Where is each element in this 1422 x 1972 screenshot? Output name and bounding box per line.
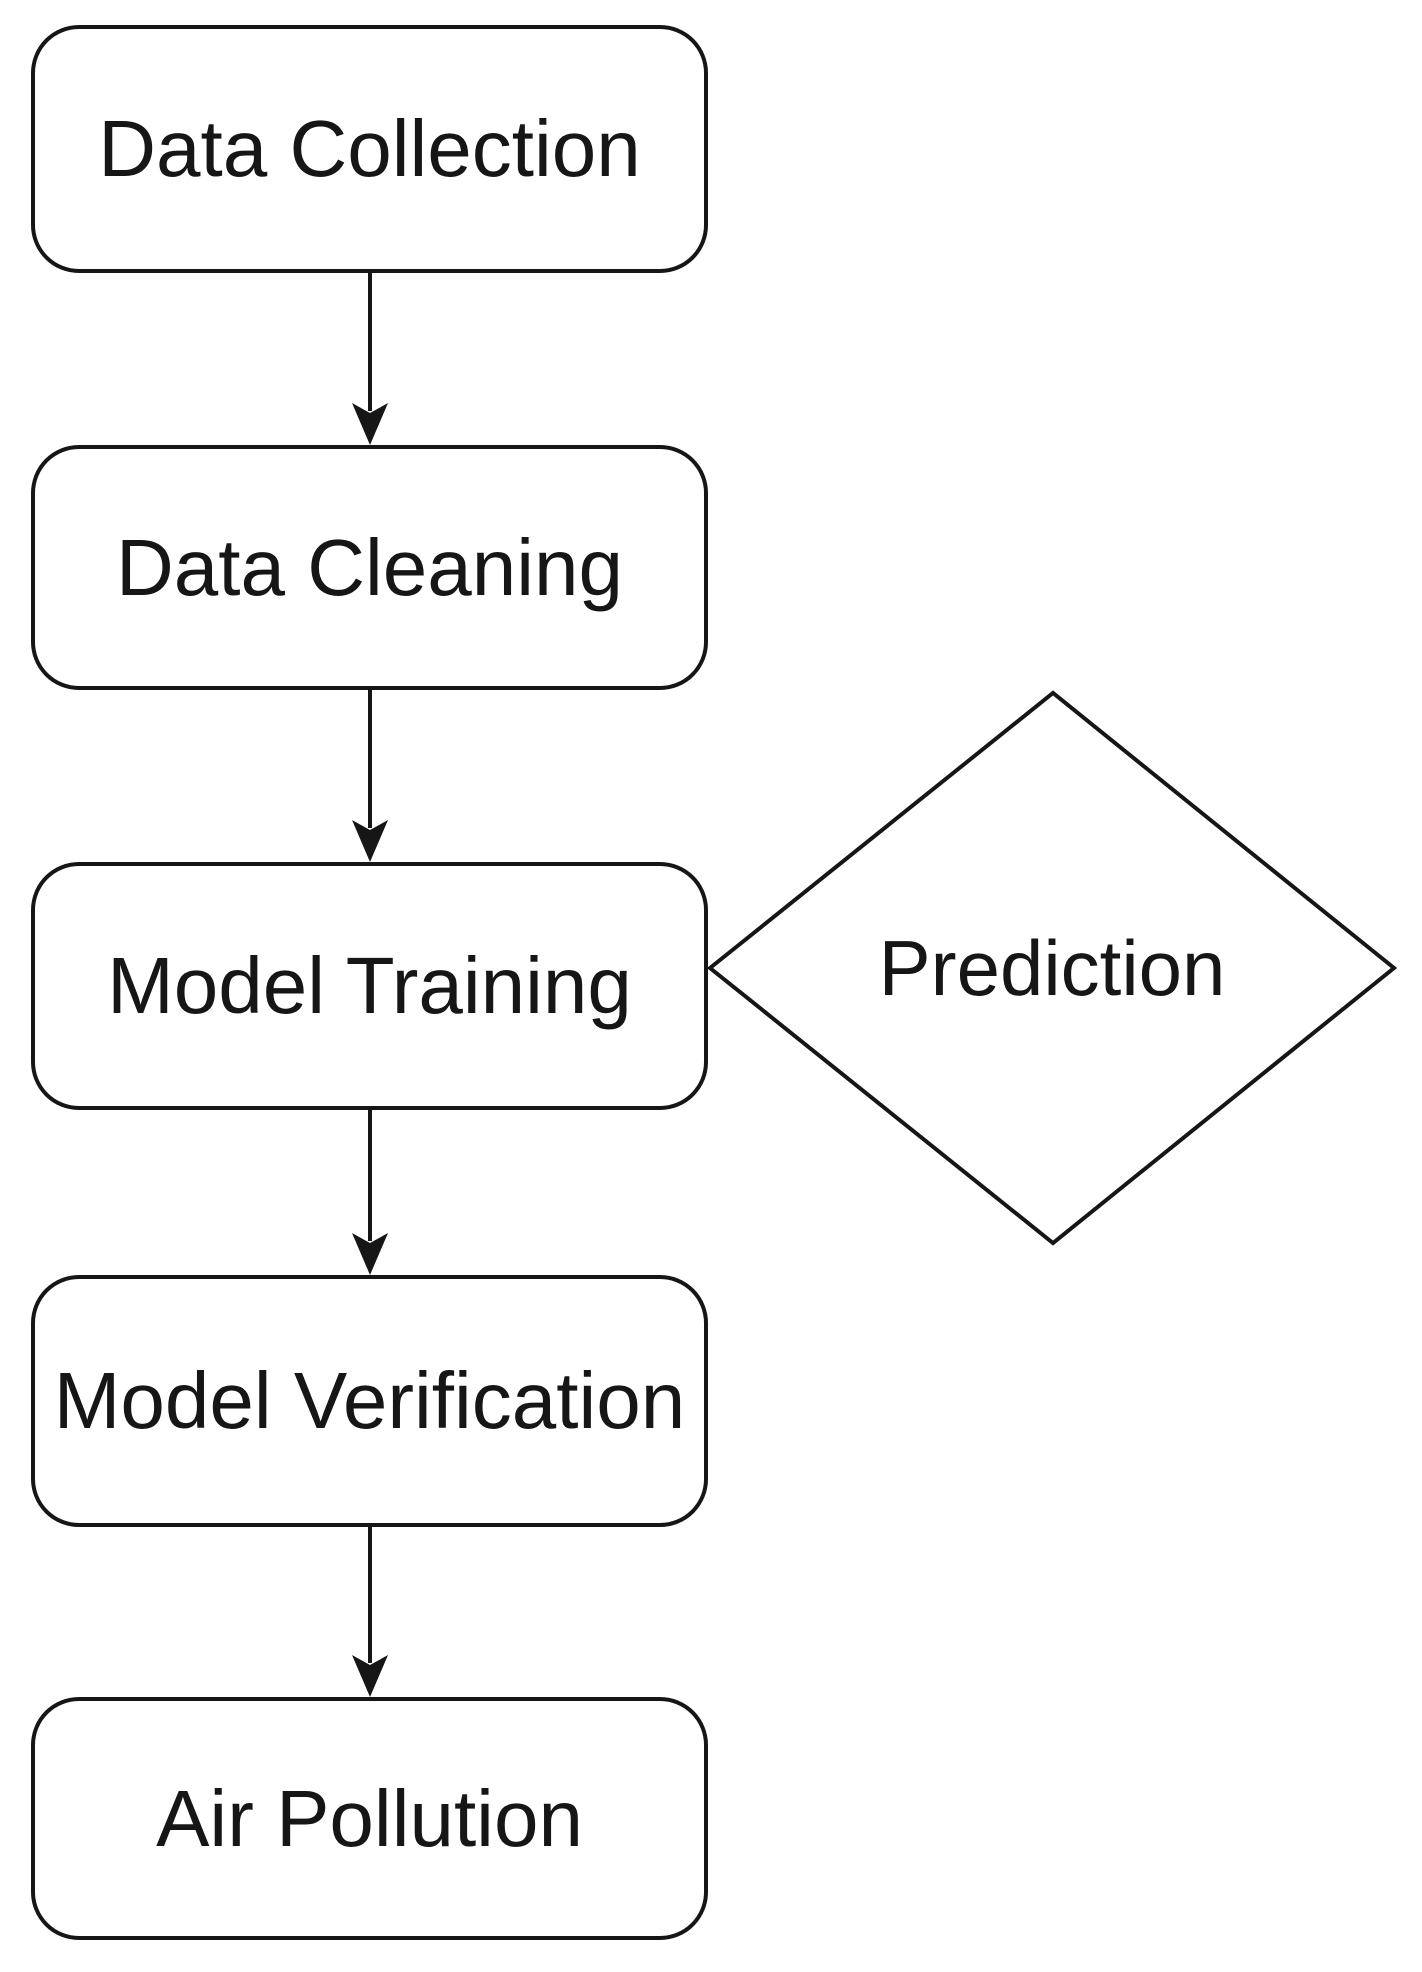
node-model-verification: Model Verification (31, 1275, 708, 1527)
decision-diamond-shape (706, 690, 1398, 1246)
node-prediction: Prediction (879, 929, 1226, 1007)
arrow-data-collection-to-data-cleaning (352, 273, 388, 445)
node-prediction-label: Prediction (878, 924, 1226, 1012)
node-model-verification-label: Model Verification (53, 1356, 686, 1445)
arrow-data-cleaning-to-model-training (352, 690, 388, 862)
node-air-pollution: Air Pollution (31, 1697, 708, 1940)
node-data-collection-label: Data Collection (98, 104, 641, 193)
node-data-collection: Data Collection (31, 25, 708, 273)
node-data-cleaning-label: Data Cleaning (116, 522, 623, 612)
node-air-pollution-label: Air Pollution (156, 1773, 583, 1863)
node-data-cleaning: Data Cleaning (31, 445, 708, 690)
node-model-training: Model Training (31, 862, 708, 1110)
node-model-training-label: Model Training (107, 941, 632, 1030)
arrow-model-verification-to-air-pollution (352, 1527, 388, 1697)
arrow-model-training-to-model-verification (352, 1110, 388, 1275)
